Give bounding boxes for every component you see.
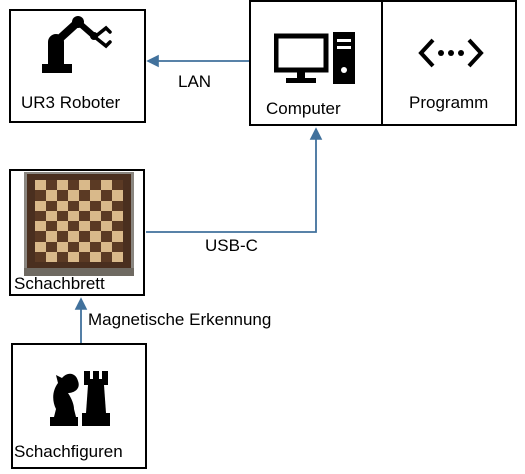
robot-arm-icon: [42, 16, 112, 73]
chessboard-square: [79, 200, 90, 211]
chesspieces-node: [11, 343, 147, 469]
chessboard-square: [46, 190, 57, 201]
chessboard-square: [57, 190, 68, 201]
chessboard-square: [79, 190, 90, 201]
chessboard-square: [35, 251, 46, 262]
chessboard-square: [68, 210, 79, 221]
chess-pieces-icon: [50, 371, 110, 426]
chessboard-square: [68, 200, 79, 211]
chessboard-square: [46, 231, 57, 242]
chessboard-square: [112, 231, 123, 242]
chessboard-square: [35, 180, 46, 191]
chessboard-square: [112, 180, 123, 191]
chessboard-square: [35, 210, 46, 221]
desktop-computer-icon: [274, 32, 355, 84]
lan-label: LAN: [178, 72, 212, 91]
chessboard-square: [68, 221, 79, 232]
chessboard-square: [79, 180, 90, 191]
chessboard-square: [112, 210, 123, 221]
chessboard-square: [112, 221, 123, 232]
chessboard-square: [101, 251, 112, 262]
chessboard-square: [90, 231, 101, 242]
chessboard-square: [112, 241, 123, 252]
chessboard-square: [79, 221, 90, 232]
chessboard-square: [90, 180, 101, 191]
robot-label: UR3 Roboter: [21, 93, 121, 112]
chessboard-square: [68, 180, 79, 191]
chessboard-square: [90, 210, 101, 221]
chessboard-square: [112, 200, 123, 211]
chessboard-square: [79, 251, 90, 262]
chessboard-square: [57, 210, 68, 221]
chessboard-square: [112, 190, 123, 201]
chessboard-square: [79, 210, 90, 221]
chessboard-label: Schachbrett: [14, 274, 105, 293]
chessboard-square: [57, 231, 68, 242]
chessboard-square: [68, 231, 79, 242]
chessboard-square: [101, 221, 112, 232]
chessboard-square: [68, 190, 79, 201]
chessboard-square: [68, 241, 79, 252]
chessboard-square: [101, 190, 112, 201]
usb-connector: [146, 127, 323, 233]
node-divider: [381, 0, 383, 126]
chessboard-square: [101, 231, 112, 242]
chessboard-square: [57, 251, 68, 262]
program-label: Programm: [409, 93, 489, 112]
chessboard-square: [35, 190, 46, 201]
chessboard-square: [57, 241, 68, 252]
usb-label: USB-C: [205, 236, 258, 255]
chessboard-square: [90, 251, 101, 262]
chessboard-square: [101, 241, 112, 252]
chessboard-square: [46, 200, 57, 211]
chesspieces-label: Schachfiguren: [14, 442, 123, 461]
chessboard-square: [35, 241, 46, 252]
chessboard-photo: [24, 172, 134, 276]
robot-node: [9, 9, 146, 123]
chessboard-square: [46, 180, 57, 191]
chessboard-square: [112, 251, 123, 262]
chessboard-square: [46, 210, 57, 221]
chessboard-square: [35, 221, 46, 232]
chessboard-square: [57, 200, 68, 211]
chessboard-square: [90, 190, 101, 201]
chessboard-square: [57, 180, 68, 191]
chessboard-square: [57, 221, 68, 232]
chessboard-square: [35, 231, 46, 242]
chessboard-square: [46, 251, 57, 262]
computer-label: Computer: [266, 99, 341, 118]
chessboard-square: [46, 241, 57, 252]
chessboard-square: [46, 221, 57, 232]
code-icon: [418, 38, 484, 68]
chessboard-square: [101, 210, 112, 221]
chessboard-square: [101, 180, 112, 191]
chessboard-square: [79, 231, 90, 242]
chessboard-square: [90, 241, 101, 252]
chessboard-square: [101, 200, 112, 211]
chessboard-square: [90, 200, 101, 211]
chessboard-square: [79, 241, 90, 252]
magnetic-label: Magnetische Erkennung: [88, 310, 272, 329]
chessboard-square: [68, 251, 79, 262]
chessboard-square: [90, 221, 101, 232]
chessboard-square: [35, 200, 46, 211]
